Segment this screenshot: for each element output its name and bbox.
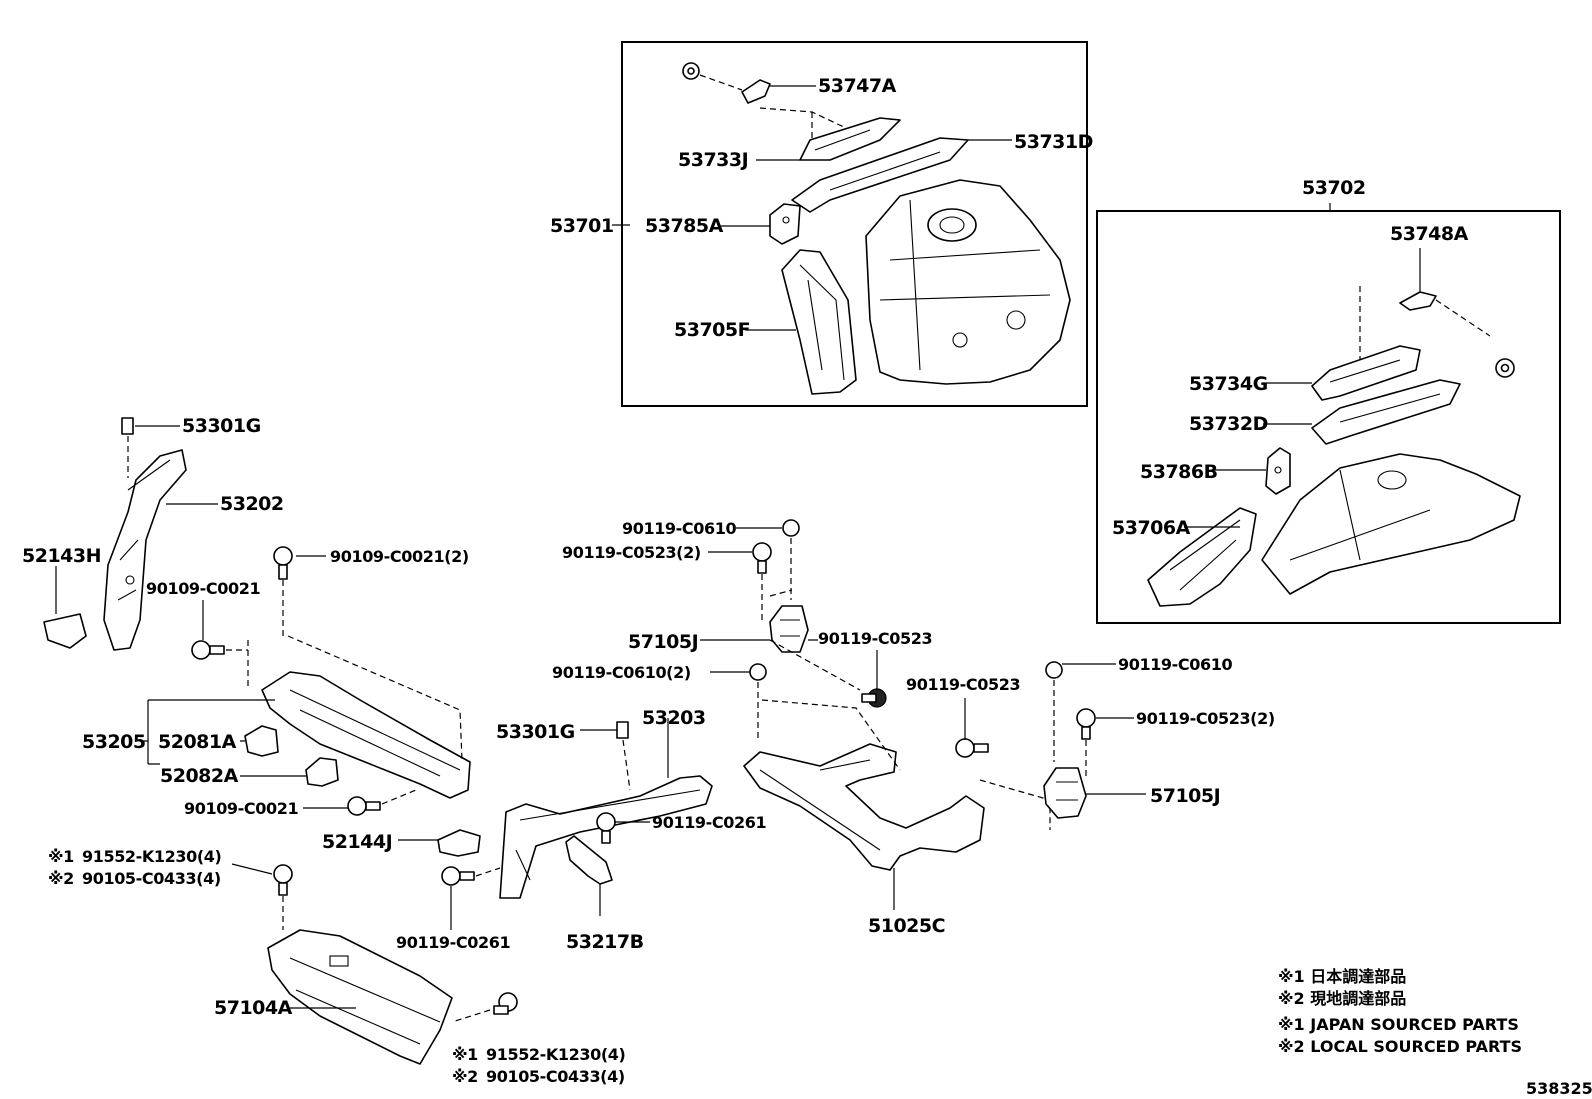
part-53732D-shape <box>1311 379 1461 445</box>
label-53202: 53202 <box>220 493 284 515</box>
label-53205: 53205 <box>82 731 146 753</box>
part-53785A-shape <box>769 203 801 245</box>
part-52143H-shape <box>43 613 87 649</box>
part-53301G-mid-shape <box>616 721 631 791</box>
label-90105-C0433-b: 90105-C0433(4) <box>486 1067 625 1086</box>
label-53301G-mid: 53301G <box>496 721 575 743</box>
part-53205-shape <box>247 635 471 799</box>
mark-1-a: ※1 <box>48 847 74 866</box>
label-53203: 53203 <box>642 707 706 729</box>
bolt-90109-C0021-b-shape <box>347 789 417 816</box>
label-53733J: 53733J <box>678 149 748 171</box>
label-53748A: 53748A <box>1390 223 1469 245</box>
label-90109-C0021-2: 90109-C0021(2) <box>330 547 469 566</box>
label-91552-K1230-b: 91552-K1230(4) <box>486 1045 625 1064</box>
bolt-90119-C0523-2b-shape <box>1076 708 1096 780</box>
bolt-90119-C0261-b-shape <box>596 812 616 844</box>
label-90119-C0610-a: 90119-C0610 <box>622 519 736 538</box>
label-90119-C0523-2a: 90119-C0523(2) <box>562 543 701 562</box>
legend-line-3: ※1 JAPAN SOURCED PARTS <box>1278 1015 1519 1034</box>
label-57105J-a: 57105J <box>628 631 698 653</box>
bolt-90119-C0261-a-shape <box>441 866 501 886</box>
bolt-91552-b-shape <box>451 992 518 1023</box>
label-90109-C0021-a: 90109-C0021 <box>146 579 260 598</box>
label-90119-C0261-b: 90119-C0261 <box>652 813 766 832</box>
part-apron-53701-shape <box>865 179 1071 385</box>
label-53785A: 53785A <box>645 215 724 237</box>
diagram-id: 538325 <box>1526 1079 1592 1098</box>
label-90119-C0610-2: 90119-C0610(2) <box>552 663 691 682</box>
part-52081A-shape <box>244 725 279 757</box>
part-53786B-shape <box>1265 447 1291 495</box>
label-53731D: 53731D <box>1014 131 1093 153</box>
label-53732D: 53732D <box>1189 413 1268 435</box>
label-90119-C0523-a: 90119-C0523 <box>818 629 932 648</box>
part-53747A-shape <box>682 62 771 104</box>
label-90119-C0610-b: 90119-C0610 <box>1118 655 1232 674</box>
part-52082A-shape <box>305 757 339 787</box>
label-53786B: 53786B <box>1140 461 1218 483</box>
label-52081A: 52081A <box>158 731 237 753</box>
group-box-53702 <box>1096 210 1561 624</box>
label-53701: 53701 <box>550 215 614 237</box>
label-52082A: 52082A <box>160 765 239 787</box>
label-53217B: 53217B <box>566 931 644 953</box>
label-91552-K1230-a: 91552-K1230(4) <box>82 847 221 866</box>
part-53706A-shape <box>1147 507 1257 607</box>
bolt-90119-C0523-a-shape <box>861 688 887 708</box>
bolt-90119-C0523-2a-shape <box>752 542 772 620</box>
part-apron-53702-shape <box>1261 453 1521 595</box>
label-90109-C0021-b: 90109-C0021 <box>184 799 298 818</box>
bolt-90119-C0610-a-shape <box>782 519 800 600</box>
part-53731D-shape <box>791 137 969 213</box>
legend-line-4: ※2 LOCAL SOURCED PARTS <box>1278 1037 1522 1056</box>
part-51025C-shape <box>743 699 1051 871</box>
label-90119-C0523-b: 90119-C0523 <box>906 675 1020 694</box>
label-90119-C0523-2b: 90119-C0523(2) <box>1136 709 1275 728</box>
part-53734G-shape <box>1311 345 1421 401</box>
label-90119-C0261-a: 90119-C0261 <box>396 933 510 952</box>
label-51025C: 51025C <box>868 915 945 937</box>
mark-2-b: ※2 <box>452 1067 478 1086</box>
bolt-91552-a-shape <box>273 864 293 930</box>
leader-lines <box>55 85 1421 1009</box>
legend-line-1: ※1 日本調達部品 <box>1278 967 1406 986</box>
mark-1-b: ※1 <box>452 1045 478 1064</box>
part-53203-shape <box>499 775 713 899</box>
label-57105J-b: 57105J <box>1150 785 1220 807</box>
label-90105-C0433-a: 90105-C0433(4) <box>82 869 221 888</box>
part-57104A-shape <box>267 929 453 1065</box>
part-52144J-shape <box>437 829 481 857</box>
label-57104A: 57104A <box>214 997 293 1019</box>
part-53733J-shape <box>759 107 901 161</box>
part-53202-shape <box>103 449 187 651</box>
part-53748A-shape <box>1359 286 1515 378</box>
label-53301G-top: 53301G <box>182 415 261 437</box>
part-53217B-shape <box>565 835 613 885</box>
bolt-90119-C0523-b-shape <box>955 738 989 758</box>
label-53747A: 53747A <box>818 75 897 97</box>
mark-2-a: ※2 <box>48 869 74 888</box>
group-box-53701 <box>621 41 1088 407</box>
legend-line-2: ※2 現地調達部品 <box>1278 989 1406 1008</box>
label-53702: 53702 <box>1302 177 1366 199</box>
part-53301G-top-shape <box>121 417 134 478</box>
label-53705F: 53705F <box>674 319 750 341</box>
part-57105J-b-shape <box>1043 767 1087 819</box>
label-53706A: 53706A <box>1112 517 1191 539</box>
part-57105J-a-shape <box>769 589 861 691</box>
bolt-90109-C0021-a-shape <box>191 640 248 660</box>
label-52143H: 52143H <box>22 545 101 567</box>
bolt-90119-C0610-2-shape <box>749 663 767 742</box>
bolt-90109-C0021-2-shape <box>273 546 293 640</box>
part-53705F-shape <box>781 249 857 395</box>
bolt-90119-C0610-b-shape <box>1045 661 1063 762</box>
label-52144J: 52144J <box>322 831 392 853</box>
label-53734G: 53734G <box>1189 373 1268 395</box>
